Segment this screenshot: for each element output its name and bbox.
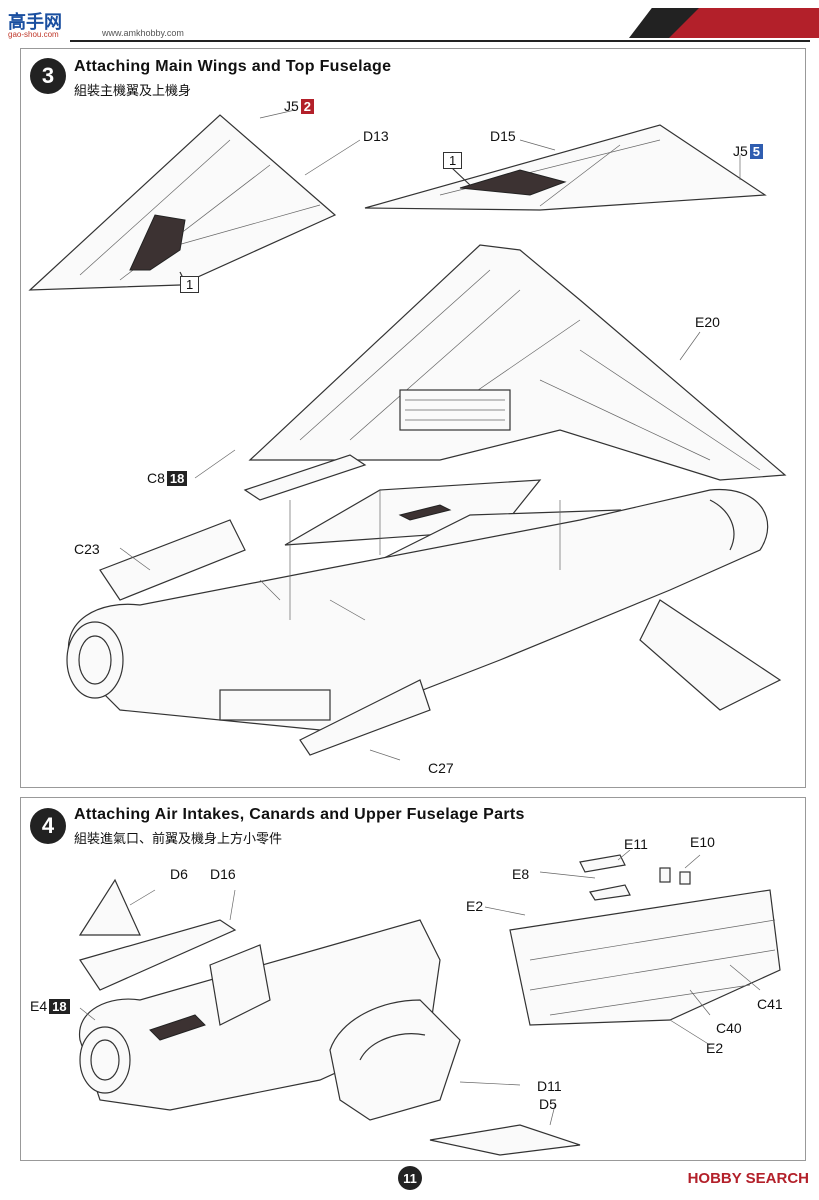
website-url[interactable]: www.amkhobby.com <box>102 28 184 38</box>
chip-18: 18 <box>49 999 70 1014</box>
chip-5: 5 <box>749 144 764 159</box>
assembly-arrows <box>259 490 561 621</box>
header-red-band <box>669 8 819 38</box>
step-4-title: Attaching Air Intakes, Canards and Upper… <box>74 806 525 823</box>
chip-18: 18 <box>166 471 188 486</box>
label-c41: C41 <box>757 996 783 1012</box>
fuselage-drawing <box>66 488 782 756</box>
wing-d15-drawing <box>364 124 767 211</box>
callout-box-1-left: 1 <box>180 276 200 293</box>
brand-logo-text: 高手网 <box>8 12 62 32</box>
step-4-subtitle: 組裝進氣口、前翼及機身上方小零件 <box>74 831 283 846</box>
upper-fuselage-drawing <box>509 854 781 1026</box>
label-d5: D5 <box>539 1096 557 1112</box>
label-e2-bottom: E2 <box>706 1040 724 1056</box>
label-e20: E20 <box>695 314 720 330</box>
hobby-search-watermark: HOBBY SEARCH <box>687 1170 809 1187</box>
air-intake-drawing <box>329 999 461 1121</box>
step-3-subtitle: 組裝主機翼及上機身 <box>74 83 192 98</box>
label-e8: E8 <box>512 866 530 882</box>
wing-d13-drawing <box>28 114 337 291</box>
intake-d16-drawing <box>79 919 237 991</box>
label-d11: D11 <box>537 1078 562 1094</box>
step-3-illustration <box>28 109 787 761</box>
page-number: 11 <box>398 1166 422 1190</box>
main-wing-assembly-drawing <box>243 244 787 501</box>
label-e2-top: E2 <box>466 898 484 914</box>
label-e10: E10 <box>690 834 715 850</box>
label-d15: D15 <box>490 128 516 144</box>
step-3-number: 3 <box>30 58 66 94</box>
label-e11: E11 <box>624 836 648 852</box>
step-4-number: 4 <box>30 808 66 844</box>
label-d16: D16 <box>210 866 236 882</box>
label-d6: D6 <box>170 866 188 882</box>
callout-box-1-right: 1 <box>443 152 463 169</box>
label-d13: D13 <box>363 128 389 144</box>
canard-d6-drawing <box>78 878 141 936</box>
fairing-d5-drawing <box>429 1124 581 1156</box>
step-4-illustration <box>78 850 781 1156</box>
label-c40: C40 <box>716 1020 742 1036</box>
chip-2: 2 <box>300 99 315 114</box>
step-3-title: Attaching Main Wings and Top Fuselage <box>74 58 392 75</box>
header-rule <box>70 40 810 42</box>
brand-subtext: gao-shou.com <box>8 30 59 39</box>
label-c27: C27 <box>428 760 454 776</box>
label-c23: C23 <box>74 541 100 557</box>
